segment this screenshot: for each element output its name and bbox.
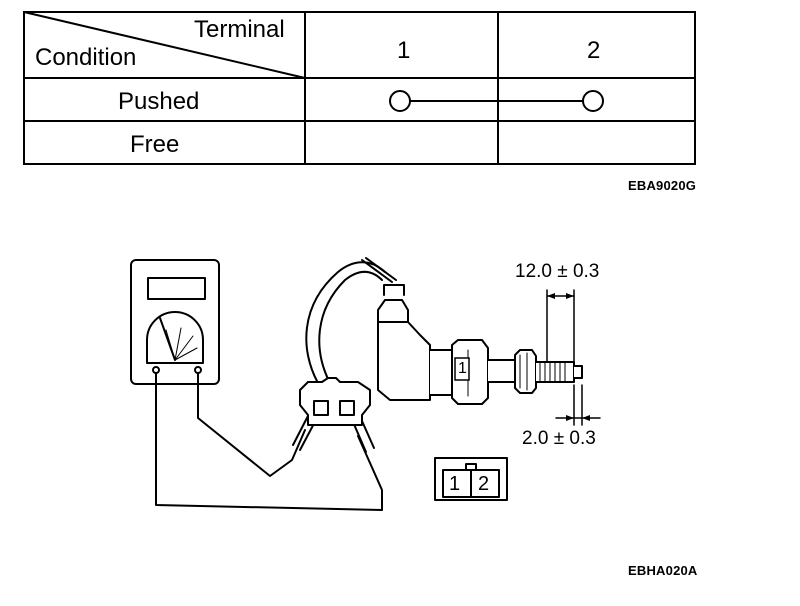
test-lead-right [197, 372, 306, 477]
switch-test-diagram [130, 257, 601, 511]
connector-pin-1-label: 1 [449, 473, 461, 495]
row-free-label: Free [130, 131, 180, 158]
stop-lamp-switch [377, 284, 583, 405]
figure-code-diagram: EBHA020A [628, 563, 698, 578]
test-lead-left [155, 372, 383, 511]
switch-adjust-nut [514, 349, 537, 394]
dimension-lines [546, 289, 601, 426]
table-border [23, 11, 696, 165]
connector-socket-1 [313, 400, 329, 416]
switch-marker-box [454, 357, 470, 381]
header-terminal: Terminal [194, 16, 285, 43]
harness-outer [305, 261, 386, 384]
switch-locknut-body [451, 339, 489, 405]
header-condition: Condition [35, 44, 137, 71]
connector-pin-2-label: 2 [478, 473, 490, 495]
header-diagonal [23, 11, 306, 79]
continuity-table [23, 11, 696, 165]
continuity-line [389, 90, 604, 112]
connector-socket-2 [339, 400, 355, 416]
switch-marker-label: 1 [458, 360, 467, 377]
dimension-stroke-label: 2.0 ± 0.3 [522, 428, 596, 449]
figure-code-table: EBA9020G [628, 178, 697, 193]
harness-connector [299, 377, 371, 426]
multimeter [130, 259, 220, 385]
terminal-2-node [582, 90, 604, 112]
terminal-2-label: 2 [587, 37, 601, 64]
harness-inner [318, 270, 383, 384]
multimeter-display [147, 277, 206, 300]
harness-wires-top [361, 257, 397, 283]
row-pushed-label: Pushed [118, 88, 200, 115]
terminal-1-label: 1 [397, 37, 411, 64]
multimeter-dial [146, 311, 204, 364]
switch-connector-view [434, 457, 508, 501]
dimension-overall-label: 12.0 ± 0.3 [515, 261, 600, 282]
terminal-1-node [389, 90, 411, 112]
switch-plunger [573, 365, 583, 379]
dimension-arrows [547, 293, 590, 421]
